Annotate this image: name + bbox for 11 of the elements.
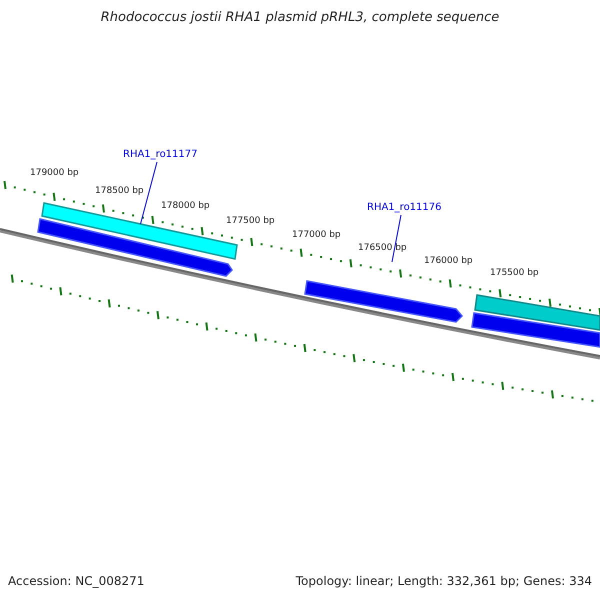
tick-label: 178500 bp	[95, 186, 144, 197]
tick-label: 177000 bp	[292, 230, 341, 241]
tick-label: 178000 bp	[161, 201, 210, 212]
tick-label: 176000 bp	[424, 256, 473, 267]
footer-text: Topology: linear; Length: 332,361 bp; Genes: 334	[296, 574, 592, 588]
title: Rhodococcus jostii RHA1 plasmid pRHL3, complete sequence	[100, 10, 500, 25]
footer-text: Accession: NC_008271	[8, 574, 144, 588]
tick-label: 175500 bp	[490, 268, 539, 279]
tick-label: 176500 bp	[358, 243, 407, 254]
tick-label: 179000 bp	[30, 168, 79, 179]
tick-label: 177500 bp	[226, 216, 275, 227]
